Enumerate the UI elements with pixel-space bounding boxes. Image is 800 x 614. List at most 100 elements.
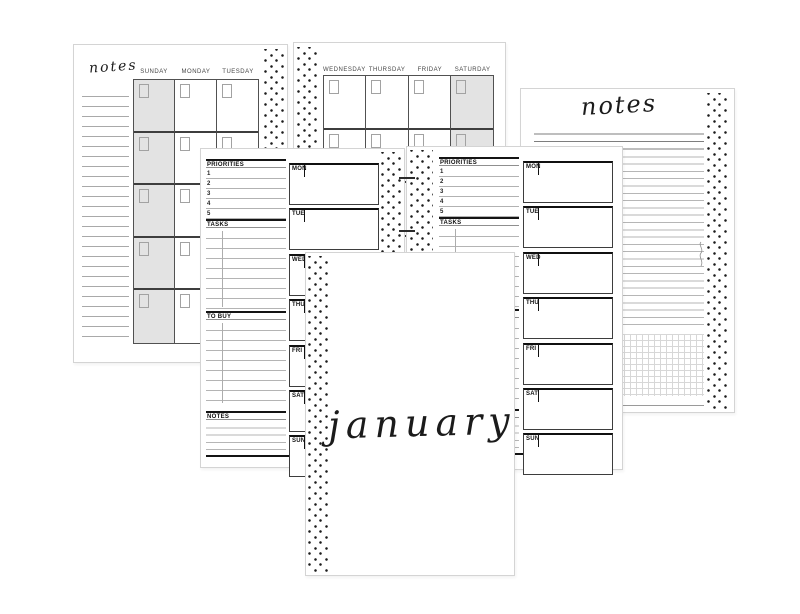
day-header-label: WEDNESDAY <box>323 67 366 73</box>
day-box-label: SUN <box>292 438 306 445</box>
date-box <box>180 294 191 309</box>
priorities-section-header: PRIORITIES <box>206 159 286 168</box>
day-box: SUN <box>523 433 613 476</box>
calendar-day-cell <box>175 80 217 133</box>
day-box-label: WED <box>526 254 541 261</box>
weekly-right-day-column: MON TUE WED THU FRI SAT SUN <box>523 161 613 476</box>
calendar-day-cell <box>134 237 176 291</box>
date-box <box>180 241 191 256</box>
day-header-label: MONDAY <box>181 69 211 75</box>
calendar-day-cell <box>216 80 258 133</box>
date-box <box>221 84 232 98</box>
tasks-checklist-lines <box>206 229 286 309</box>
calendar-day-cell <box>134 185 176 238</box>
day-box-label: SAT <box>526 390 539 397</box>
weekly-notes-label: NOTES <box>207 414 230 420</box>
day-box-label: FRI <box>292 347 303 354</box>
monthly-left-grid <box>133 79 259 344</box>
date-box <box>139 189 149 204</box>
day-box-label: MON <box>526 164 541 170</box>
cover-dot-strip <box>308 256 328 574</box>
date-box <box>329 80 339 94</box>
tasks-section-header: TASKS <box>206 219 286 228</box>
day-box-label: FRI <box>526 345 537 352</box>
calendar-day-cell <box>134 290 176 343</box>
to-buy-label: TO BUY <box>207 314 232 320</box>
monthly-notes-script-heading: notes <box>88 57 139 77</box>
day-box-label: SAT <box>292 392 305 399</box>
date-box <box>455 80 466 94</box>
date-box <box>371 80 382 94</box>
monthly-notes-lines <box>82 87 129 341</box>
date-box <box>329 133 339 148</box>
notes-script-heading: notes <box>580 89 658 121</box>
day-box: WED <box>523 251 613 294</box>
weekly-notes-lines <box>206 421 286 450</box>
calendar-day-cell <box>408 76 451 130</box>
weekly-notes-section-header: NOTES <box>206 411 286 420</box>
priorities-label: PRIORITIES <box>207 162 245 168</box>
to-buy-checklist-lines <box>206 321 286 405</box>
day-box: TUE <box>523 206 613 249</box>
day-box-label: THU <box>292 302 305 309</box>
day-header-label: TUESDAY <box>222 69 254 75</box>
calendar-day-cell <box>134 132 176 186</box>
day-box: TUE <box>289 208 379 251</box>
binding-mark <box>399 177 415 179</box>
priority-row: 4 <box>206 199 286 209</box>
day-box: FRI <box>523 342 613 385</box>
tasks-section-header: TASKS <box>439 217 519 226</box>
date-box <box>413 80 424 94</box>
tasks-label: TASKS <box>207 222 229 228</box>
priority-row: 1 <box>206 169 286 179</box>
calendar-day-cell <box>366 76 409 130</box>
date-box <box>180 84 191 98</box>
priority-row: 4 <box>439 197 519 207</box>
day-box-label: SUN <box>526 436 540 443</box>
date-box <box>139 84 149 98</box>
to-buy-section-header: TO BUY <box>206 311 286 320</box>
watermark-squiggle <box>699 241 703 267</box>
day-box: THU <box>523 297 613 340</box>
date-box <box>180 189 191 204</box>
notes-heading-rules <box>534 127 704 150</box>
day-box: MON <box>523 161 613 203</box>
cover-page: january <box>305 252 517 576</box>
cover-title: january <box>327 398 517 448</box>
date-box <box>371 133 382 148</box>
day-box: MON <box>289 163 379 205</box>
day-header-label: SATURDAY <box>454 67 491 73</box>
date-box <box>180 136 191 151</box>
day-box-label: WED <box>292 256 307 263</box>
day-box-label: THU <box>526 300 539 307</box>
calendar-day-cell <box>324 76 367 130</box>
day-header-label: SUNDAY <box>140 69 168 75</box>
priority-row: 3 <box>439 187 519 197</box>
day-box-label: MON <box>292 166 307 172</box>
notes-dot-strip <box>707 93 729 410</box>
calendar-day-cell <box>134 80 176 133</box>
day-header-label: THURSDAY <box>368 67 406 73</box>
date-box <box>139 136 149 151</box>
binding-mark <box>399 230 415 232</box>
priority-row: 2 <box>206 179 286 189</box>
day-box-label: TUE <box>292 211 305 218</box>
priorities-label: PRIORITIES <box>440 160 478 166</box>
priority-row: 2 <box>439 177 519 187</box>
monthly-left-day-headers: SUNDAY MONDAY TUESDAY <box>133 68 259 76</box>
priority-row: 5 <box>206 209 286 219</box>
tasks-label: TASKS <box>440 220 462 226</box>
day-header-label: FRIDAY <box>417 67 443 73</box>
priorities-section-header: PRIORITIES <box>439 157 519 166</box>
date-box <box>139 241 149 256</box>
day-box-label: TUE <box>526 209 539 216</box>
priority-row: 5 <box>439 207 519 217</box>
priority-row: 1 <box>439 167 519 177</box>
day-box: SAT <box>523 387 613 430</box>
priority-row: 3 <box>206 189 286 199</box>
calendar-day-cell <box>450 76 493 130</box>
